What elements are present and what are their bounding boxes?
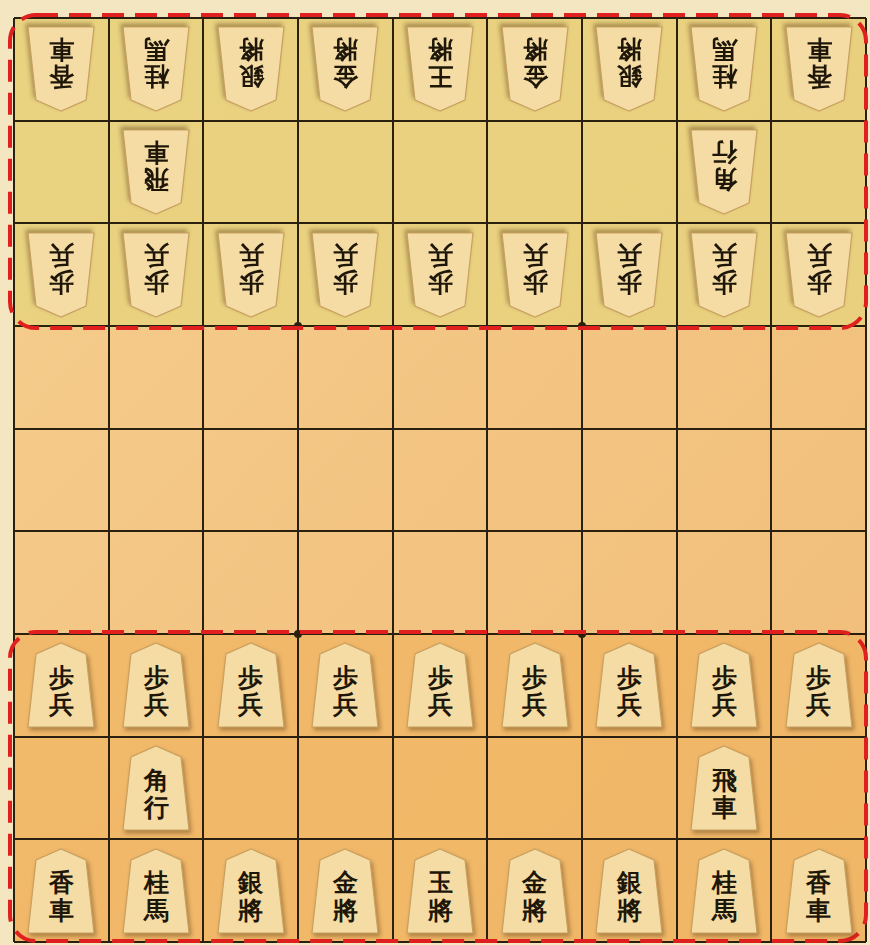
piece-name: 金將 bbox=[522, 36, 547, 91]
piece-name: 歩兵 bbox=[806, 241, 831, 296]
shogi-piece: 銀將 bbox=[593, 847, 665, 935]
shogi-piece: 歩兵 bbox=[593, 231, 665, 319]
piece-name: 歩兵 bbox=[238, 241, 263, 296]
shogi-piece: 歩兵 bbox=[25, 641, 97, 729]
shogi-piece: 歩兵 bbox=[25, 231, 97, 319]
piece-name: 歩兵 bbox=[712, 241, 737, 296]
piece-name: 角行 bbox=[144, 767, 169, 822]
piece-name: 飛車 bbox=[712, 767, 737, 822]
shogi-piece: 金將 bbox=[499, 25, 571, 113]
shogi-piece: 銀將 bbox=[215, 847, 287, 935]
shogi-piece: 桂馬 bbox=[688, 25, 760, 113]
shogi-piece: 金將 bbox=[499, 847, 571, 935]
piece-name: 玉將 bbox=[428, 869, 453, 924]
shogi-piece: 歩兵 bbox=[120, 231, 192, 319]
shogi-piece: 歩兵 bbox=[499, 231, 571, 319]
piece-name: 歩兵 bbox=[428, 241, 453, 296]
piece-name: 歩兵 bbox=[712, 664, 737, 719]
piece-name: 銀將 bbox=[617, 869, 642, 924]
piece-name: 歩兵 bbox=[333, 241, 358, 296]
piece-name: 金將 bbox=[522, 869, 547, 924]
piece-name: 歩兵 bbox=[238, 664, 263, 719]
promotion-zone-outline bbox=[10, 632, 866, 941]
piece-name: 歩兵 bbox=[522, 241, 547, 296]
shogi-piece: 歩兵 bbox=[309, 231, 381, 319]
piece-name: 歩兵 bbox=[428, 664, 453, 719]
piece-name: 歩兵 bbox=[144, 664, 169, 719]
piece-name: 歩兵 bbox=[144, 241, 169, 296]
piece-name: 金將 bbox=[333, 869, 358, 924]
piece-name: 香車 bbox=[49, 869, 74, 924]
shogi-piece: 歩兵 bbox=[120, 641, 192, 729]
shogi-piece: 銀將 bbox=[593, 25, 665, 113]
piece-name: 歩兵 bbox=[49, 241, 74, 296]
shogi-piece: 香車 bbox=[783, 25, 855, 113]
shogi-piece: 歩兵 bbox=[783, 231, 855, 319]
shogi-piece: 飛車 bbox=[120, 128, 192, 216]
piece-name: 桂馬 bbox=[144, 869, 169, 924]
shogi-piece: 歩兵 bbox=[688, 231, 760, 319]
shogi-piece: 金將 bbox=[309, 25, 381, 113]
piece-name: 歩兵 bbox=[617, 664, 642, 719]
piece-name: 香車 bbox=[806, 869, 831, 924]
shogi-piece: 飛車 bbox=[688, 744, 760, 832]
shogi-piece: 歩兵 bbox=[404, 231, 476, 319]
piece-name: 飛車 bbox=[144, 139, 169, 194]
shogi-piece: 歩兵 bbox=[688, 641, 760, 729]
piece-name: 歩兵 bbox=[49, 664, 74, 719]
piece-name: 王將 bbox=[428, 36, 453, 91]
shogi-piece: 桂馬 bbox=[120, 847, 192, 935]
shogi-piece: 角行 bbox=[688, 128, 760, 216]
shogi-piece: 歩兵 bbox=[215, 641, 287, 729]
shogi-piece: 香車 bbox=[25, 25, 97, 113]
piece-name: 歩兵 bbox=[522, 664, 547, 719]
piece-name: 銀將 bbox=[617, 36, 642, 91]
piece-name: 歩兵 bbox=[806, 664, 831, 719]
piece-name: 金將 bbox=[333, 36, 358, 91]
promotion-zone-outline bbox=[10, 15, 866, 328]
piece-name: 桂馬 bbox=[144, 36, 169, 91]
shogi-piece: 歩兵 bbox=[499, 641, 571, 729]
piece-name: 銀將 bbox=[238, 869, 263, 924]
piece-name: 香車 bbox=[806, 36, 831, 91]
piece-name: 桂馬 bbox=[712, 36, 737, 91]
shogi-piece: 歩兵 bbox=[783, 641, 855, 729]
piece-name: 角行 bbox=[712, 139, 737, 194]
piece-name: 香車 bbox=[49, 36, 74, 91]
shogi-piece: 桂馬 bbox=[120, 25, 192, 113]
shogi-piece: 香車 bbox=[783, 847, 855, 935]
shogi-piece: 歩兵 bbox=[593, 641, 665, 729]
shogi-piece: 歩兵 bbox=[309, 641, 381, 729]
piece-name: 桂馬 bbox=[712, 869, 737, 924]
shogi-piece: 角行 bbox=[120, 744, 192, 832]
shogi-piece: 玉將 bbox=[404, 847, 476, 935]
top-zone-tint bbox=[14, 18, 866, 328]
piece-name: 銀將 bbox=[238, 36, 263, 91]
shogi-piece: 香車 bbox=[25, 847, 97, 935]
shogi-piece: 王將 bbox=[404, 25, 476, 113]
board-ground bbox=[14, 18, 866, 942]
star-points bbox=[294, 322, 586, 638]
piece-name: 歩兵 bbox=[333, 664, 358, 719]
board-grid bbox=[14, 18, 866, 942]
shogi-piece: 銀將 bbox=[215, 25, 287, 113]
shogi-piece: 金將 bbox=[309, 847, 381, 935]
bottom-zone-tint bbox=[14, 635, 866, 942]
shogi-piece: 桂馬 bbox=[688, 847, 760, 935]
shogi-piece: 歩兵 bbox=[404, 641, 476, 729]
piece-name: 歩兵 bbox=[617, 241, 642, 296]
shogi-piece: 歩兵 bbox=[215, 231, 287, 319]
